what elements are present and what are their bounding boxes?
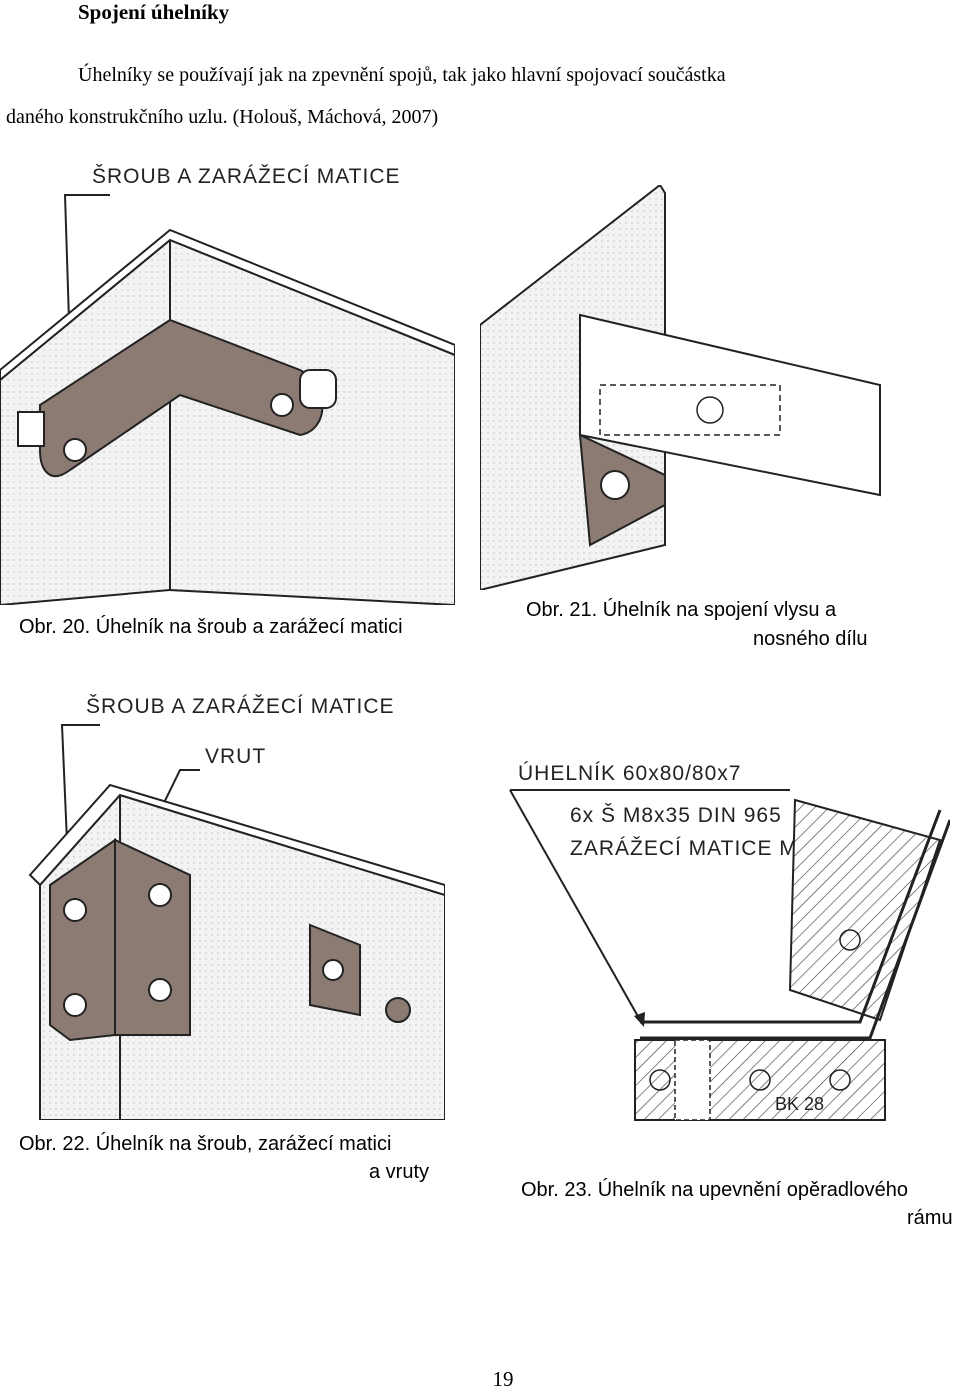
hole-icon xyxy=(749,1069,771,1091)
paragraph-line-2: daného konstrukčního uzlu. (Holouš, Mách… xyxy=(6,106,439,128)
fig22-label-vrut: VRUT xyxy=(205,745,266,768)
section-heading: Spojení úhelníky xyxy=(78,0,230,24)
figure-20-illustration: ŠROUB A ZARÁŽECÍ MATICE xyxy=(0,165,455,605)
fig20-label: ŠROUB A ZARÁŽECÍ MATICE xyxy=(92,165,401,188)
screw-icon xyxy=(322,959,344,981)
screw-icon xyxy=(600,470,630,500)
screw-icon xyxy=(148,978,172,1002)
fig21-caption-line-2: nosného dílu xyxy=(753,628,868,650)
hole-icon xyxy=(839,929,861,951)
fig21-caption-line-1: Obr. 21. Úhelník na spojení vlysu a xyxy=(526,599,837,621)
fig22-label: ŠROUB A ZARÁŽECÍ MATICE xyxy=(86,695,395,718)
hole-icon xyxy=(649,1069,671,1091)
figure-21-illustration xyxy=(480,185,881,590)
screw-icon xyxy=(63,438,87,462)
fig23-caption-line-2: rámu xyxy=(907,1207,953,1229)
nut-icon xyxy=(385,997,411,1023)
fig20-caption: Obr. 20. Úhelník na šroub a zarážecí mat… xyxy=(19,616,403,638)
paragraph-line-1: Úhelníky se používají jak na zpevnění sp… xyxy=(78,64,726,86)
fig23-label-line-1: ÚHELNÍK 60x80/80x7 xyxy=(518,762,741,785)
figure-23-illustration: ÚHELNÍK 60x80/80x7 6x Š M8x35 DIN 965 ZA… xyxy=(509,762,950,1121)
fig22-caption-line-1: Obr. 22. Úhelník na šroub, zarážecí mati… xyxy=(19,1133,392,1155)
screw-icon xyxy=(63,993,87,1017)
fig23-caption-line-1: Obr. 23. Úhelník na upevnění opěradlovéh… xyxy=(521,1179,908,1201)
fig23-marking: BK 28 xyxy=(775,1094,824,1114)
screw-icon xyxy=(148,883,172,907)
figure-22-illustration: ŠROUB A ZARÁŽECÍ MATICE VRUT xyxy=(28,695,445,1120)
hole-icon xyxy=(829,1069,851,1091)
screw-icon xyxy=(270,393,294,417)
screw-icon xyxy=(696,396,724,424)
page-number: 19 xyxy=(492,1367,514,1391)
fig23-label-line-3: ZARÁŽECÍ MATICE M8 xyxy=(570,837,810,860)
fig23-label-line-2: 6x Š M8x35 DIN 965 xyxy=(570,804,782,827)
fig22-caption-line-2: a vruty xyxy=(369,1161,430,1183)
screw-icon xyxy=(63,898,87,922)
